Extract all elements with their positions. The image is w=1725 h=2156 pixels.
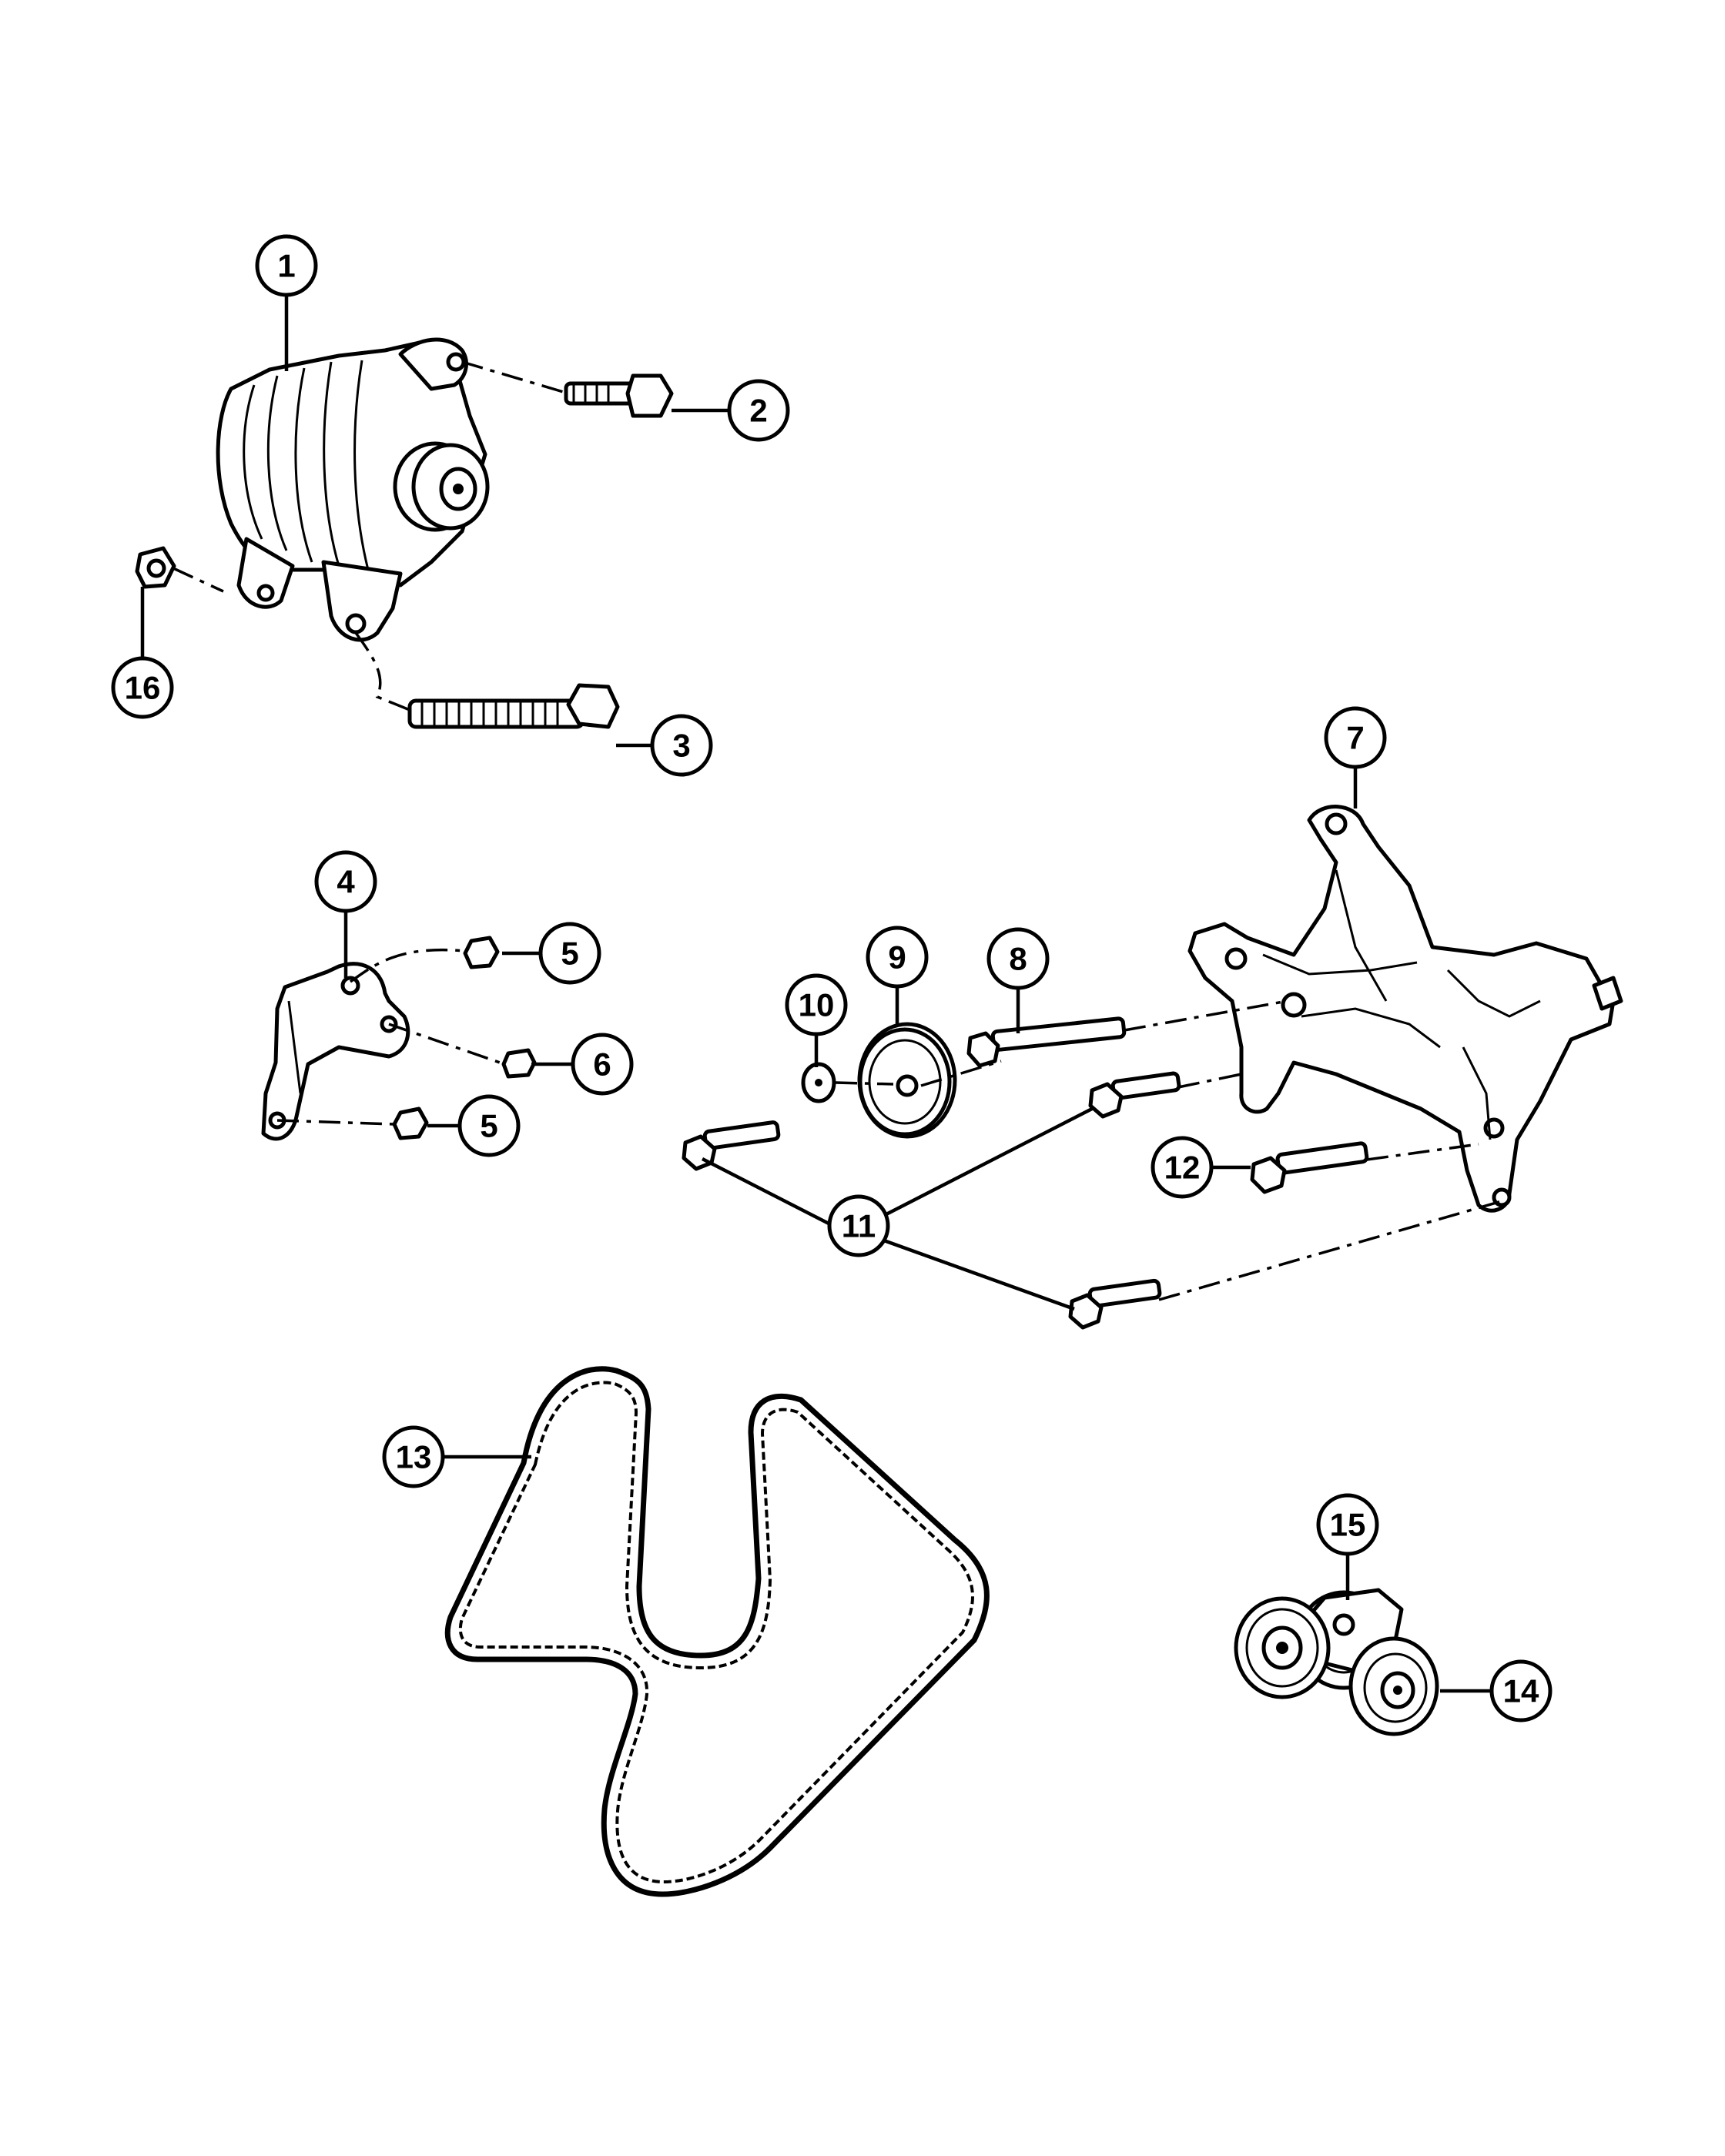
callout-7-label: 7 xyxy=(1346,720,1364,756)
bolt-11-lower xyxy=(1068,1278,1162,1330)
callout-2: 2 xyxy=(727,379,790,442)
install-lines xyxy=(172,360,1502,1301)
callout-5-lower-label: 5 xyxy=(480,1108,497,1144)
callout-1: 1 xyxy=(255,234,318,297)
serpentine-belt-13 xyxy=(444,1366,990,1897)
nut-5-upper xyxy=(463,936,500,969)
callout-12: 12 xyxy=(1151,1136,1214,1199)
belt-tensioner-15 xyxy=(1234,1588,1404,1699)
alternator xyxy=(216,337,490,642)
callout-12-label: 12 xyxy=(1164,1150,1201,1186)
tensioner-pulley-14 xyxy=(1348,1636,1439,1736)
callout-16-label: 16 xyxy=(125,670,161,706)
nut-16 xyxy=(135,546,176,589)
bolt-2 xyxy=(564,373,674,418)
callout-4-label: 4 xyxy=(337,864,355,900)
callout-14: 14 xyxy=(1489,1659,1552,1722)
bolt-3 xyxy=(407,683,620,729)
callout-14-label: 14 xyxy=(1503,1673,1539,1709)
stud-6 xyxy=(501,1048,537,1079)
callout-13: 13 xyxy=(382,1425,445,1488)
spacer-10 xyxy=(801,1062,836,1103)
accessory-bracket-7 xyxy=(1187,805,1623,1213)
callout-4: 4 xyxy=(314,850,377,913)
callout-9: 9 xyxy=(866,926,929,989)
leader-lines xyxy=(140,293,1490,1693)
callout-6: 6 xyxy=(571,1033,634,1096)
callout-16: 16 xyxy=(111,656,174,719)
callout-1-label: 1 xyxy=(277,248,295,284)
callout-3-label: 3 xyxy=(672,728,690,764)
bolt-8 xyxy=(966,1016,1127,1068)
bracket-4 xyxy=(261,962,410,1141)
bolt-11-left xyxy=(682,1120,781,1171)
callout-15: 15 xyxy=(1316,1493,1379,1556)
bolt-11-upper xyxy=(1088,1071,1181,1119)
callout-8-label: 8 xyxy=(1009,941,1027,977)
callout-9-label: 9 xyxy=(888,939,906,976)
callout-13-label: 13 xyxy=(396,1439,432,1475)
bolt-12 xyxy=(1250,1141,1369,1194)
callout-10: 10 xyxy=(785,973,848,1036)
idler-pulley-9 xyxy=(857,1022,957,1139)
callout-5-upper: 5 xyxy=(538,922,601,985)
callout-3: 3 xyxy=(650,714,713,777)
callout-10-label: 10 xyxy=(799,987,835,1023)
callout-11-label: 11 xyxy=(842,1208,876,1244)
callout-8: 8 xyxy=(986,927,1050,990)
callout-2-label: 2 xyxy=(749,393,767,429)
nut-5-lower xyxy=(392,1106,429,1140)
callout-5-lower: 5 xyxy=(457,1094,521,1157)
callout-15-label: 15 xyxy=(1330,1507,1366,1543)
callout-5-upper-label: 5 xyxy=(561,936,578,972)
callout-11: 11 xyxy=(827,1194,890,1257)
callout-6-label: 6 xyxy=(593,1046,611,1083)
callout-7: 7 xyxy=(1324,706,1387,769)
